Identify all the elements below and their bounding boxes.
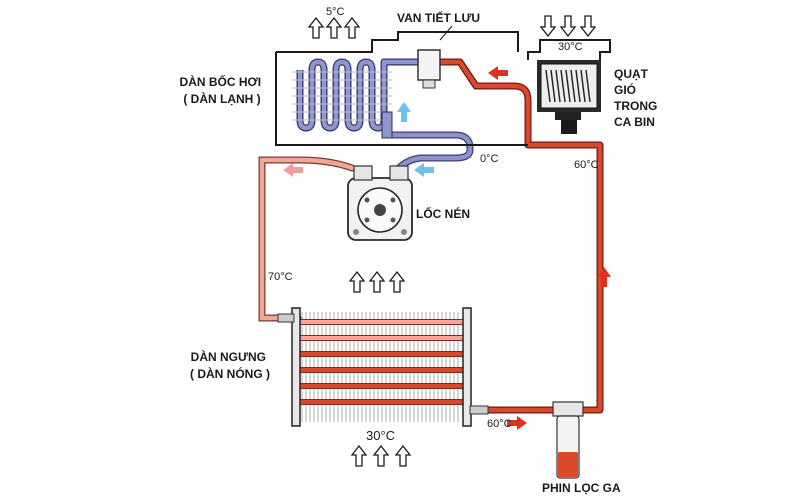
flow-arrow-icon [597,267,611,287]
air-flow-up-icon [343,16,361,39]
air-flow-up-icon [350,444,368,467]
discharge-line [258,156,356,322]
air-flow-up-icon [372,444,390,467]
evaporator-housing [275,31,611,146]
receiver-drier [552,401,584,479]
air-flow-up-icon [307,16,325,39]
flow-arrow-icon [283,163,303,177]
blower-label: QUẠT GIÓ TRONG CA BIN [614,67,661,129]
cabin-air-temp: 30°C [558,41,583,53]
condenser [277,307,489,427]
filter-label: PHIN LỌC GA [542,481,621,495]
suction-temp: 0°C [480,153,499,165]
condenser-label: DÀN NGƯNG ( DÀN NÓNG ) [190,349,270,381]
air-flow-down-icon [579,15,597,38]
flow-arrow-icon [397,102,411,122]
cabin-blower [537,60,601,134]
evaporator-coil [292,58,418,139]
suction-line [386,131,474,176]
flow-arrow-icon [507,416,527,430]
flow-arrow-icon [414,163,434,177]
compressor [347,165,413,241]
air-flow-up-icon [368,270,386,293]
air-flow-up-icon [325,16,343,39]
expansion-valve-label: VAN TIẾT LƯU [397,10,480,25]
air-flow-up-icon [348,270,366,293]
condenser-out-temp: 60°C [487,418,512,430]
air-flow-up-icon [394,444,412,467]
air-flow-up-icon [388,270,406,293]
air-flow-down-icon [559,15,577,38]
ambient-air-temp: 30°C [366,428,395,443]
air-flow-down-icon [539,15,557,38]
liquid-line [440,58,604,414]
compressor-label: LỐC NÉN [416,206,470,221]
flow-arrow-icon [488,66,508,80]
discharge-temp: 70°C [268,271,293,283]
evaporator-label: DÀN BỐC HƠI ( DÀN LẠNH ) [180,74,265,106]
expansion-valve [417,25,453,89]
liquid-line-temp: 60°C [574,159,599,171]
evap-out-air-temp: 5°C [326,6,345,18]
